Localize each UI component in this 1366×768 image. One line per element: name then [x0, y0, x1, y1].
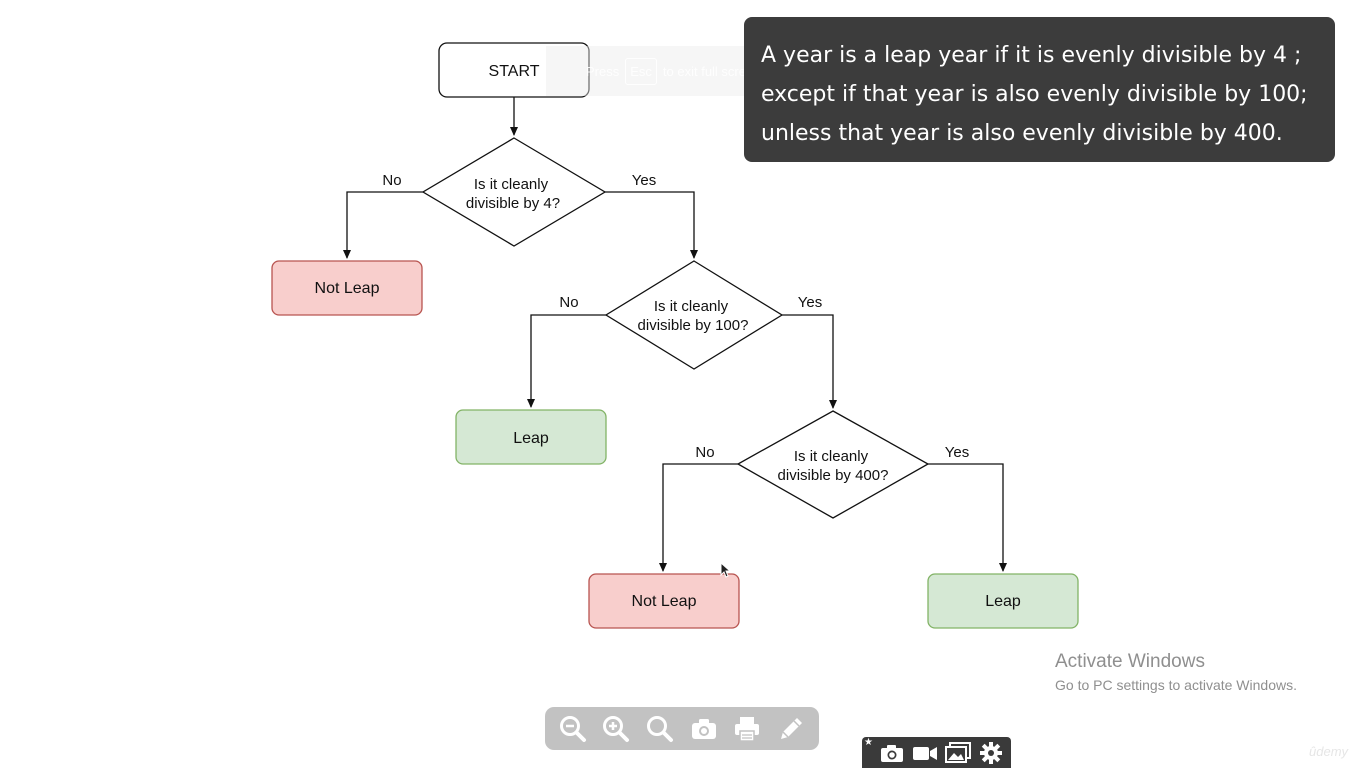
decision-1-line-2: divisible by 4? — [466, 195, 560, 212]
zoom-in-icon[interactable] — [599, 712, 633, 746]
print-icon[interactable] — [730, 712, 764, 746]
leap-year-rule-box: A year is a leap year if it is evenly di… — [744, 17, 1335, 162]
decision-3-line-1: Is it cleanly — [794, 448, 869, 465]
star-icon: ★ — [864, 737, 873, 748]
edge-d1-yes — [605, 191, 698, 259]
edge-label-yes-2: Yes — [798, 294, 822, 311]
edge-label-no-1: No — [382, 172, 401, 189]
zoom-out-icon[interactable] — [556, 712, 590, 746]
pencil-icon[interactable] — [774, 712, 808, 746]
capture-toolbar — [862, 737, 1011, 768]
fullscreen-hint-prefix: Press — [586, 63, 620, 79]
edge-label-yes-1: Yes — [632, 172, 656, 189]
outcome-leap-2 — [927, 573, 1079, 629]
edge-label-yes-3: Yes — [945, 444, 969, 461]
rule-line-2: except if that year is also evenly divis… — [761, 82, 1308, 107]
camera-icon[interactable] — [687, 712, 721, 746]
decision-divisible-by-400 — [736, 410, 930, 519]
outcome-4-label: Leap — [985, 593, 1021, 610]
camera-icon[interactable] — [878, 740, 906, 766]
decision-3-line-2: divisible by 400? — [778, 467, 889, 484]
zoom-toolbar — [545, 707, 819, 750]
decision-divisible-by-4 — [421, 137, 607, 247]
video-icon[interactable] — [911, 740, 939, 766]
start-label: START — [489, 63, 540, 80]
decision-divisible-by-100 — [604, 260, 784, 370]
fullscreen-hint: Press Esc to exit full screen — [546, 46, 776, 96]
outcome-1-label: Not Leap — [315, 280, 380, 297]
mouse-cursor-icon — [720, 562, 732, 578]
decision-2-line-2: divisible by 100? — [638, 317, 749, 334]
zoom-reset-icon[interactable] — [643, 712, 677, 746]
gallery-icon[interactable] — [944, 740, 972, 766]
outcome-2-label: Leap — [513, 430, 549, 447]
outcome-not-leap-1 — [271, 260, 423, 316]
edge-d2-yes — [782, 314, 837, 409]
activate-windows-title: Activate Windows — [1055, 651, 1205, 672]
gear-icon[interactable] — [977, 740, 1005, 766]
edge-label-no-2: No — [559, 294, 578, 311]
outcome-not-leap-2 — [588, 573, 740, 629]
activate-windows-notice: Activate Windows Go to PC settings to ac… — [1055, 651, 1297, 696]
connectors — [343, 97, 1007, 572]
brand-watermark: ûdemy — [1309, 744, 1349, 759]
outcome-leap-1 — [455, 409, 607, 465]
outcome-3-label: Not Leap — [632, 593, 697, 610]
activate-windows-subtitle: Go to PC settings to activate Windows. — [1055, 677, 1297, 693]
fullscreen-hint-suffix: to exit full screen — [662, 63, 761, 79]
esc-key-badge: Esc — [625, 57, 657, 85]
edge-d1-no — [343, 191, 423, 259]
start-node — [438, 42, 590, 98]
edge-d3-yes — [928, 463, 1007, 572]
decision-1-line-1: Is it cleanly — [474, 176, 549, 193]
decision-2-line-1: Is it cleanly — [654, 298, 729, 315]
rule-line-3: unless that year is also evenly divisibl… — [761, 121, 1283, 146]
edge-label-no-3: No — [695, 444, 714, 461]
edge-d2-no — [527, 314, 606, 408]
rule-line-1: A year is a leap year if it is evenly di… — [761, 43, 1302, 68]
edge-d3-no — [659, 463, 738, 572]
